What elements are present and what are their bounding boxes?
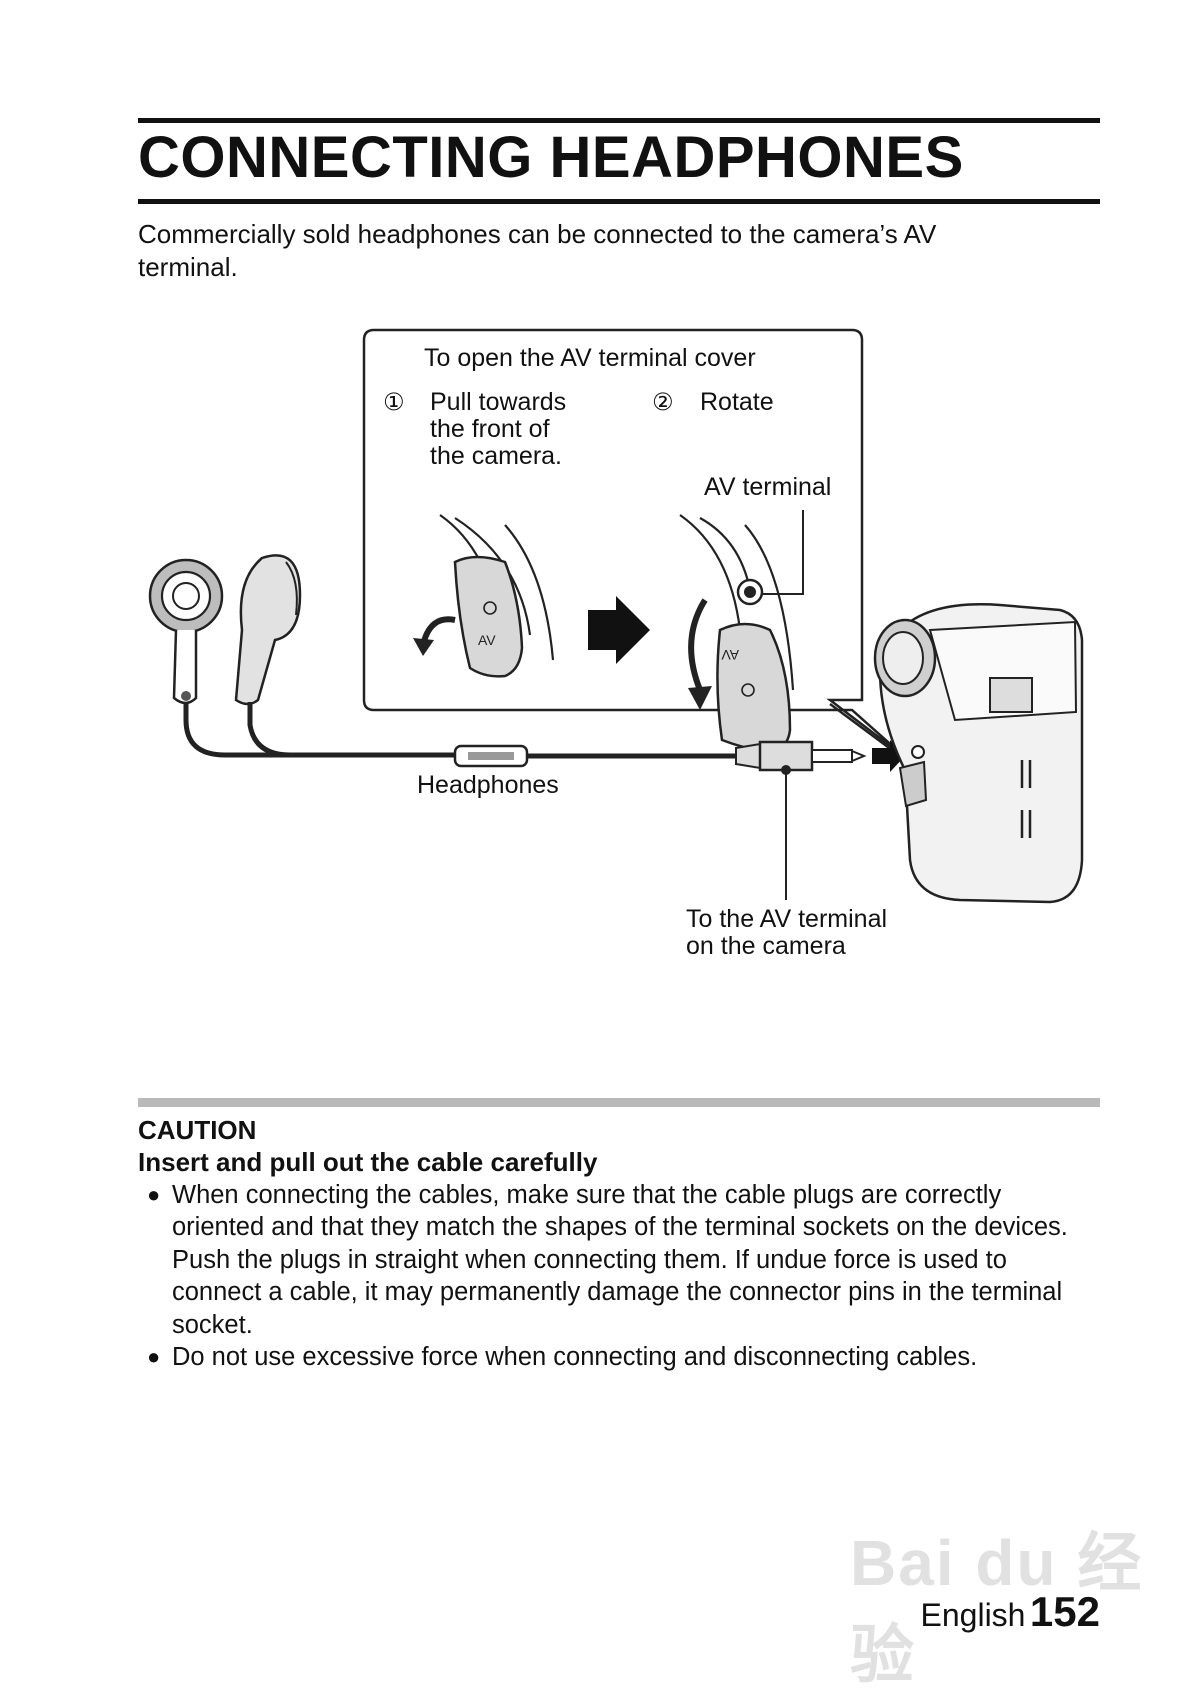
caution-divider <box>138 1098 1100 1107</box>
bullet-icon: ● <box>147 1344 161 1370</box>
page-title: CONNECTING HEADPHONES <box>138 125 964 190</box>
headphone-symbol-icon <box>483 601 497 615</box>
next-step-arrow-icon <box>588 596 650 664</box>
step1-number: ① <box>383 388 405 416</box>
av-terminal-label: AV terminal <box>704 473 831 501</box>
headphone-symbol-rotated-icon <box>741 683 755 697</box>
caution-list: ● When connecting the cables, make sure … <box>138 1179 1100 1373</box>
step1-line1: Pull towards <box>430 388 566 416</box>
step1-line2: the front of <box>430 415 550 443</box>
headphones-label: Headphones <box>417 771 559 799</box>
footer-language: English <box>920 1597 1026 1633</box>
step2-cover: AV <box>716 622 792 754</box>
baidu-watermark: Bai du 经验 <box>850 1527 1144 1691</box>
caution-item-text: When connecting the cables, make sure th… <box>172 1181 1068 1339</box>
caution-item-text: Do not use excessive force when connecti… <box>172 1343 978 1372</box>
caution-heading: CAUTION <box>138 1115 257 1145</box>
title-bottom-rule <box>138 199 1100 204</box>
camera-illustration <box>873 603 1084 904</box>
step1-line3: the camera. <box>430 442 562 470</box>
page-footer: English 152 <box>921 1588 1100 1636</box>
to-av-label-line2: on the camera <box>686 932 846 960</box>
caution-item: ● When connecting the cables, make sure … <box>138 1179 1100 1341</box>
page-number: 152 <box>1029 1588 1100 1635</box>
connection-illustration: To open the AV terminal cover ① Pull tow… <box>148 328 1084 960</box>
step2-cover-label: AV <box>721 647 739 663</box>
intro-text: Commercially sold headphones can be conn… <box>138 219 937 282</box>
step1-cover-label: AV <box>478 632 496 648</box>
av-terminal-leader-line <box>762 510 804 595</box>
caution-item: ● Do not use excessive force when connec… <box>138 1341 1100 1373</box>
callout-title: To open the AV terminal cover <box>424 344 756 372</box>
earbud-right-icon <box>234 554 302 706</box>
step1-cover: AV <box>453 555 524 678</box>
bullet-icon: ● <box>147 1182 161 1207</box>
step2-number: ② <box>652 388 674 416</box>
to-av-label-line1: To the AV terminal <box>686 905 887 933</box>
headphone-cable <box>183 702 455 758</box>
step2-label: Rotate <box>700 388 774 416</box>
title-top-rule <box>138 118 1100 123</box>
caution-subheading: Insert and pull out the cable carefully <box>138 1147 598 1177</box>
headphone-connection-figure: To open the AV terminal cover ① Pull tow… <box>0 300 1192 1060</box>
rotate-arrow-icon <box>688 598 708 692</box>
audio-plug-icon <box>735 740 867 775</box>
earbud-left-icon <box>148 558 224 705</box>
